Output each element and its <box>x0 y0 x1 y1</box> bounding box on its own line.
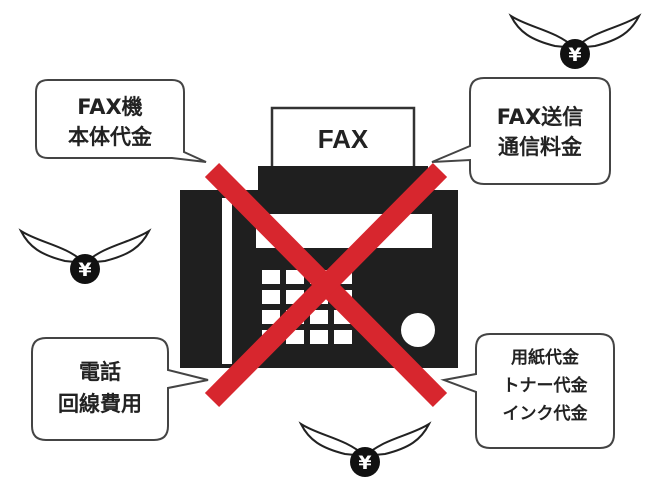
bubble-line: 用紙代金 <box>511 348 579 368</box>
bubble-line: 本体代金 <box>68 125 152 149</box>
flying-yen-coin-icon: ¥ <box>508 13 642 69</box>
bubble-supplies <box>440 333 615 449</box>
bubble-supplies-text: 用紙代金 トナー代金 インク代金 <box>478 344 612 428</box>
bubble-line: FAX送信 <box>496 105 584 129</box>
fax-top-bar <box>258 166 428 192</box>
bubble-line: 回線費用 <box>58 392 142 416</box>
fax-round-button <box>401 313 435 347</box>
fax-label: FAX <box>318 124 369 154</box>
yen-symbol: ¥ <box>78 259 91 281</box>
fax-paper <box>270 106 416 170</box>
red-x-cross-icon <box>204 162 448 408</box>
bubble-phone-line-text: 電話 回線費用 <box>34 356 166 420</box>
bubble-line: トナー代金 <box>502 376 588 396</box>
bubble-fax-machine-text: FAX機 本体代金 <box>40 92 180 152</box>
flying-yen-coin-icon: ¥ <box>18 228 152 284</box>
fax-handset-gap <box>222 198 232 364</box>
bubble-fax-machine <box>35 79 207 163</box>
bubble-line: 通信料金 <box>498 135 582 159</box>
yen-symbol: ¥ <box>568 44 581 66</box>
bubble-line: インク代金 <box>502 404 588 424</box>
bubble-line: 電話 <box>79 360 121 384</box>
bubble-line: FAX機 <box>77 95 143 119</box>
bubble-phone-line <box>31 337 209 441</box>
bubble-fax-send <box>431 77 611 185</box>
bubble-fax-send-text: FAX送信 通信料金 <box>472 102 608 162</box>
yen-symbol: ¥ <box>358 452 371 474</box>
flying-yen-coin-icon: ¥ <box>298 421 432 477</box>
